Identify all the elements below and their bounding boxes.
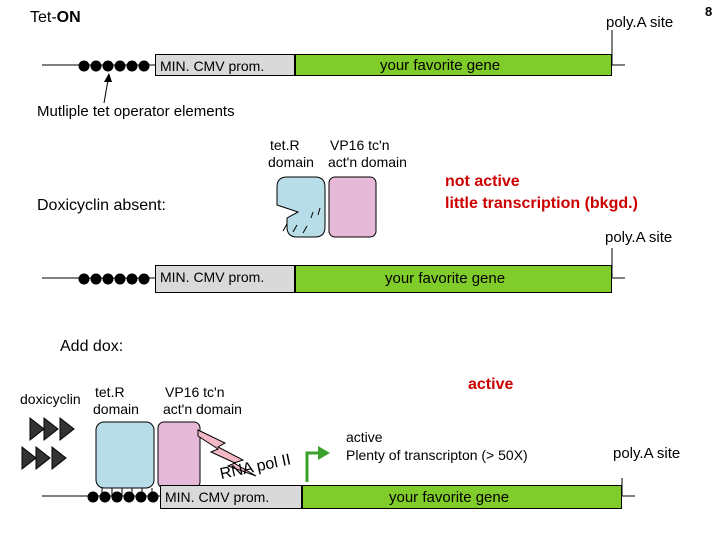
vp16-label-line2: act'n domain <box>328 154 407 170</box>
doxycyclin-triangles <box>21 416 75 471</box>
gene-box-1: your favorite gene <box>295 54 612 76</box>
status-plenty-transcription: Plenty of transcripton (> 50X) <box>346 447 528 463</box>
promoter-box-2: MIN. CMV prom. <box>155 265 295 293</box>
operator-dots-3 <box>87 491 159 503</box>
polya-label-1: poly.A site <box>606 14 674 31</box>
promoter-box-3: MIN. CMV prom. <box>160 485 302 509</box>
tetr-bound-label-line2: domain <box>93 401 139 417</box>
operator-pointer-arrow <box>103 73 112 104</box>
title-bold: ON <box>56 9 81 26</box>
tetr-label-line2: domain <box>268 154 314 170</box>
tetr-bound-label-line1: tet.R <box>95 384 125 400</box>
tetr-label-line1: tet.R <box>270 137 300 153</box>
vp16-bound-label-line1: VP16 tc'n <box>165 384 225 400</box>
gene-box-2: your favorite gene <box>295 265 612 293</box>
status-active-heading: active <box>468 376 514 393</box>
condition-absent-label: Doxicyclin absent: <box>37 197 166 214</box>
doxycyclin-label: doxicyclin <box>20 391 81 407</box>
condition-present-label: Add dox: <box>60 338 124 355</box>
promoter-box-1: MIN. CMV prom. <box>155 54 295 76</box>
polya-label-3: poly.A site <box>613 445 681 462</box>
vp16-label-line1: VP16 tc'n <box>330 137 390 153</box>
operator-caption: Mutliple tet operator elements <box>37 103 235 120</box>
title-prefix: Tet- <box>30 9 57 26</box>
tetr-domain-bound-shape <box>95 421 155 489</box>
status-little-transcription: little transcription (bkgd.) <box>445 195 638 212</box>
tetr-binding-legs <box>282 207 321 234</box>
gene-box-3: your favorite gene <box>302 485 622 509</box>
operator-dots-1 <box>78 60 150 72</box>
polya-label-2: poly.A site <box>605 229 673 246</box>
tetr-domain-shape <box>276 176 326 238</box>
transcription-start-arrow-icon <box>305 446 330 482</box>
vp16-bound-label-line2: act'n domain <box>163 401 242 417</box>
status-not-active: not active <box>445 173 520 190</box>
vp16-domain-bound-shape <box>157 421 201 489</box>
page-title: Tet-ON <box>30 10 81 26</box>
operator-dots-2 <box>78 273 150 285</box>
slide-number: 8 <box>705 4 713 19</box>
status-active-line1: active <box>346 429 383 445</box>
activation-bolt-icon <box>197 429 257 477</box>
vp16-domain-shape <box>328 176 377 238</box>
